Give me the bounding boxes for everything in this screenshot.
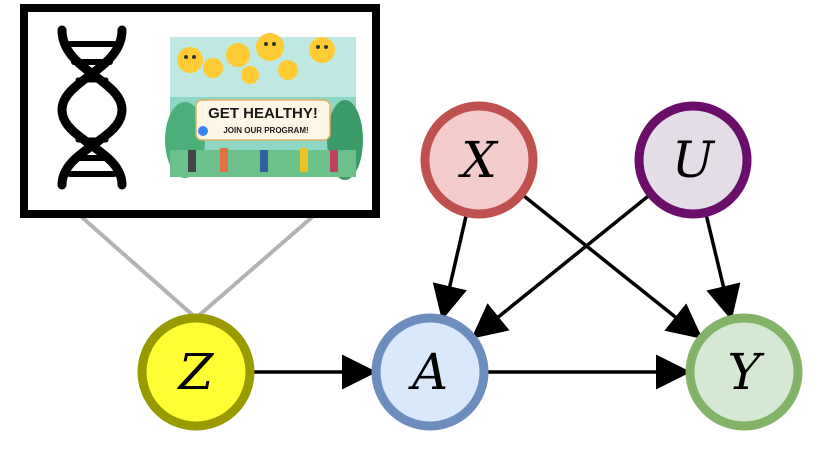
node-x-label: X — [457, 131, 499, 189]
inset-connector — [74, 210, 320, 320]
node-u-label: U — [672, 131, 716, 189]
banner-subtitle: JOIN OUR PROGRAM! — [223, 126, 308, 135]
node-u-circle — [634, 101, 752, 219]
node-z-label: Z — [177, 343, 215, 401]
node-z: Z — [137, 313, 255, 431]
health-campaign-poster: GET HEALTHY! JOIN OUR PROGRAM! — [165, 33, 363, 180]
edge-x-to-y — [521, 193, 703, 339]
node-u: U — [634, 101, 752, 219]
emoji-face-icon — [177, 33, 335, 84]
node-a-label: A — [408, 343, 448, 401]
edge-u-to-y — [704, 214, 741, 321]
dna-icon — [57, 25, 127, 190]
nodes: X U Z A Y — [137, 101, 803, 431]
people-figures — [188, 148, 338, 172]
edge-x-to-a — [432, 214, 469, 321]
inset-panel: GET HEALTHY! JOIN OUR PROGRAM! — [20, 4, 380, 218]
banner-title: GET HEALTHY! — [208, 105, 318, 122]
check-icon — [198, 126, 208, 136]
node-a: A — [371, 313, 489, 431]
edges — [252, 193, 741, 390]
node-y-label: Y — [727, 343, 764, 401]
node-y-circle — [685, 313, 803, 431]
edge-u-to-a — [471, 193, 651, 339]
node-y: Y — [685, 313, 803, 431]
node-x: X — [420, 101, 538, 219]
node-x-circle — [420, 101, 538, 219]
node-a-circle — [371, 313, 489, 431]
node-z-circle — [137, 313, 255, 431]
